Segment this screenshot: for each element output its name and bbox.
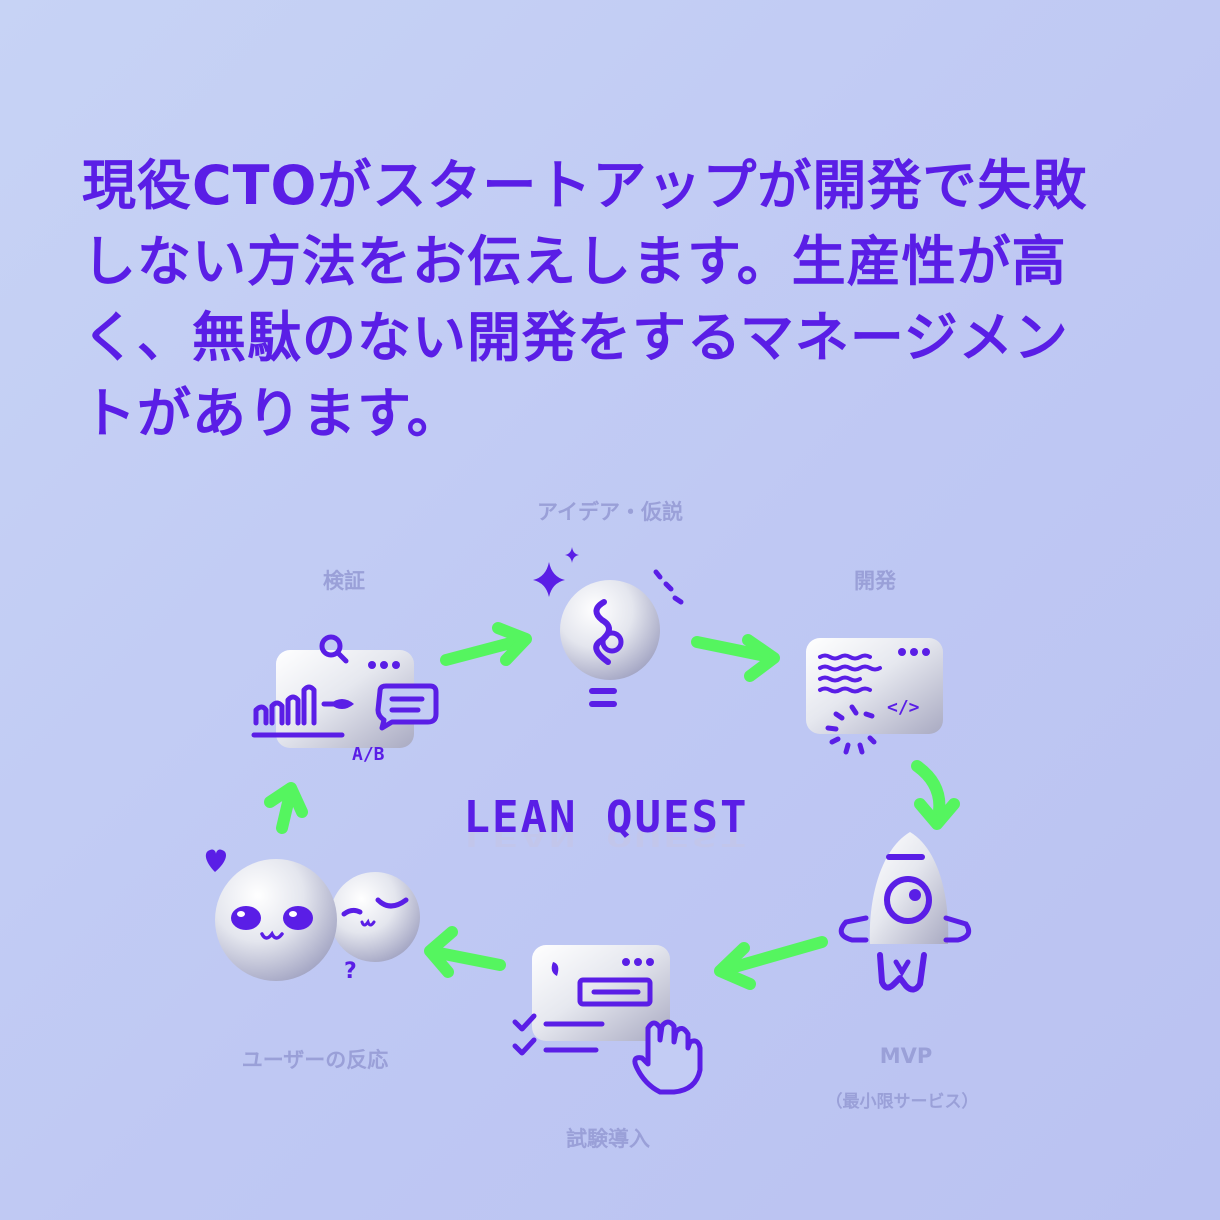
analytics-icon: A/B — [251, 650, 414, 765]
headline-line-2: しない方法をお伝えします。生産性が高 — [82, 230, 1067, 293]
label-trial: 試験導入 — [566, 1127, 650, 1151]
rocket-icon — [838, 832, 972, 993]
arrow-user-to-verify — [264, 782, 308, 834]
headline: 現役CTOがスタートアップが開発で失敗 しない方法をお伝えします。生産性が高 く… — [82, 148, 1152, 452]
headline-line-3: く、無駄のない開発をするマネージメン — [82, 306, 1069, 369]
headline-line-4: トがあります。 — [82, 382, 462, 445]
search-icon — [319, 634, 349, 664]
face-icon — [215, 859, 337, 981]
ab-test-text: A/B — [352, 744, 385, 765]
lightbulb-icon — [560, 569, 684, 707]
label-idea: アイデア・仮説 — [537, 500, 683, 524]
arrow-develop-to-mvp — [911, 760, 960, 830]
cycle-arrows — [264, 622, 960, 990]
browser-window-icon — [532, 945, 670, 1041]
headline-line-1: 現役CTOがスタートアップが開発で失敗 — [82, 154, 1088, 217]
heart-icon — [205, 849, 227, 872]
arrow-trial-to-user — [424, 926, 506, 978]
code-tag-text: </> — [887, 697, 920, 718]
label-verify: 検証 — [323, 569, 365, 593]
face-icon: ? — [330, 872, 420, 984]
code-window-icon: </> — [806, 638, 943, 755]
sparkle-icon — [533, 547, 579, 597]
brand-logo: LEAN QUEST — [463, 792, 749, 843]
checklist-icon — [512, 1013, 605, 1056]
chat-bubble-icon — [375, 683, 439, 731]
question-mark: ? — [344, 959, 357, 984]
arrow-verify-to-idea — [440, 622, 532, 666]
arrow-idea-to-develop — [691, 634, 780, 682]
label-mvp-sub: （最小限サービス） — [825, 1092, 979, 1112]
label-develop: 開発 — [854, 569, 896, 593]
hand-cursor-icon — [632, 1019, 703, 1095]
label-mvp: MVP — [879, 1044, 933, 1068]
arrow-mvp-to-trial — [714, 936, 828, 990]
label-user-reaction: ユーザーの反応 — [241, 1048, 389, 1072]
